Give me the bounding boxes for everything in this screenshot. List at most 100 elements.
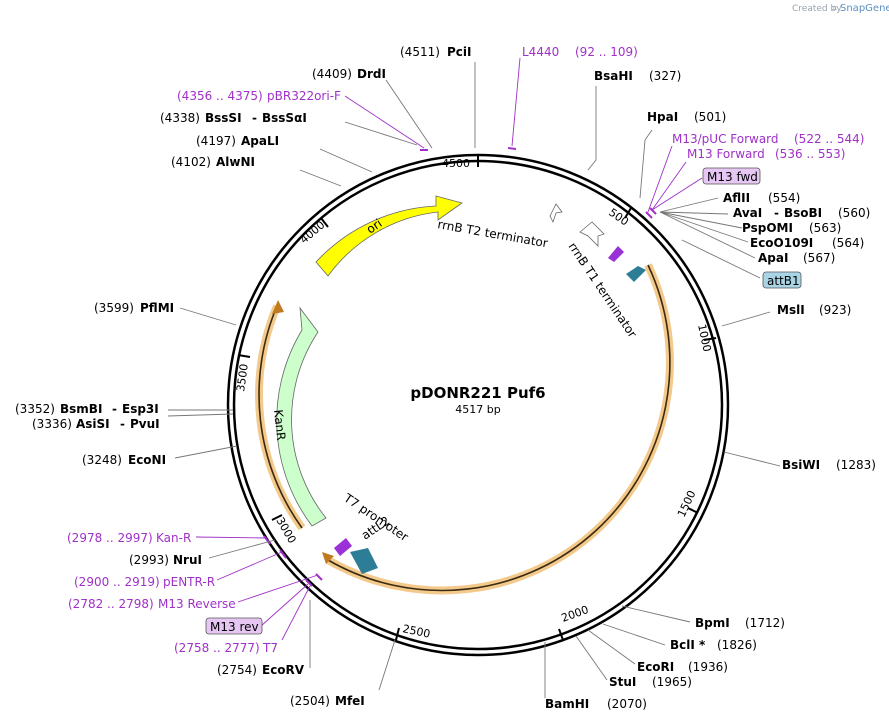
watermark-brand: SnapGene: [840, 3, 889, 14]
enzyme-name: EcoRV: [262, 663, 305, 677]
enzyme-name2: BssSαI: [262, 111, 307, 125]
enzyme-name: EcoNI: [128, 453, 166, 467]
enzyme-pos: (501): [694, 110, 726, 124]
enzyme-name: HpaI: [647, 110, 678, 124]
tick-4500: 4500: [442, 157, 470, 170]
feature-band-left-line: [258, 305, 303, 529]
kanr-arrow: [276, 306, 327, 527]
tick-1000: 1000: [695, 323, 714, 353]
enzyme-labels: (4511) PciI (4409) DrdI (4338) BssSI - B…: [15, 45, 876, 711]
primer-name: M13 Reverse: [158, 597, 236, 611]
tick-500: 500: [606, 206, 631, 229]
enzyme-pos: (3352): [15, 402, 55, 416]
kanr-label: KanR: [271, 409, 288, 441]
primer-range: (2758 .. 2777): [174, 641, 260, 655]
primer-labels: L4440 (92 .. 109) (4356 .. 4375) pBR322o…: [67, 45, 864, 655]
enzyme-pos: (4197): [196, 134, 236, 148]
enzyme-pos: (4511): [400, 45, 440, 59]
enzyme-name: MfeI: [335, 694, 365, 708]
primer-range: (4356 .. 4375): [177, 89, 263, 103]
enzyme-name: EcoRI: [637, 660, 674, 674]
enzyme-leaders: [167, 62, 781, 698]
enzyme-pos: (4102): [171, 155, 211, 169]
enzyme-name: BsmBI: [60, 402, 102, 416]
attb1-box: [762, 271, 802, 289]
enzyme-pos: (3336): [32, 417, 72, 431]
enzyme-name: ApaLI: [241, 134, 279, 148]
enzyme-pos: (554): [768, 191, 800, 205]
enzyme-name: BssSI: [205, 111, 242, 125]
band-arrow-left: [322, 552, 334, 564]
tick-3500: 3500: [234, 363, 251, 393]
enzyme-name: BsaHI: [594, 69, 633, 83]
enzyme-pos: (3599): [94, 301, 134, 315]
enzyme-pos: (2070): [607, 697, 647, 711]
enzyme-name-sep: -: [774, 206, 779, 220]
enzyme-name: BamHI: [545, 697, 589, 711]
enzyme-name2: PvuI: [130, 417, 160, 431]
enzyme-name: BclI *: [670, 638, 706, 652]
enzyme-pos: (567): [803, 251, 835, 265]
enzyme-pos: (560): [838, 206, 870, 220]
primer-name: M13/pUC Forward: [672, 132, 779, 146]
enzyme-name-sep: -: [112, 402, 117, 416]
ori-arrow: [315, 195, 463, 277]
primer-name: pBR322ori-F: [267, 89, 341, 103]
enzyme-pos: (2993): [129, 553, 169, 567]
enzyme-pos: (1826): [717, 638, 757, 652]
primer-name: Kan-R: [156, 531, 191, 545]
watermark-prefix: Created by: [792, 4, 842, 14]
enzyme-name2: BsoBI: [784, 206, 822, 220]
primer-marks: [263, 147, 657, 587]
enzyme-pos: (923): [819, 303, 851, 317]
snapgene-logo-icon: ⌗: [832, 4, 837, 14]
enzyme-pos: (2504): [290, 694, 330, 708]
enzyme-name: StuI: [609, 675, 636, 689]
enzyme-name: EcoO109I: [750, 236, 813, 250]
primer-range: (92 .. 109): [575, 45, 638, 59]
enzyme-pos: (327): [649, 69, 681, 83]
tick-4000: 4000: [298, 218, 328, 246]
plasmid-length: 4517 bp: [455, 403, 500, 416]
enzyme-name-sep: -: [120, 417, 125, 431]
enzyme-name: PflMI: [140, 301, 174, 315]
rrnb-t2-arrow: [549, 203, 563, 224]
tick-2500: 2500: [401, 622, 431, 641]
primer-name: L4440: [522, 45, 559, 59]
enzyme-pos: (4338): [160, 111, 200, 125]
primer-range: (536 .. 553): [775, 147, 845, 161]
rrnb-t1-arrow: [579, 221, 605, 247]
m13-rev-label: M13 rev: [210, 620, 259, 634]
enzyme-pos: (1965): [652, 675, 692, 689]
m13-fwd-box: [702, 167, 761, 185]
attb1-arrow: [626, 266, 646, 282]
enzyme-name2: Esp3I: [122, 402, 159, 416]
enzyme-pos: (3248): [82, 453, 122, 467]
rrnb-t2-label: rrnB T2 terminator: [436, 217, 548, 250]
enzyme-name: NruI: [173, 553, 202, 567]
primer-range: (2900 .. 2919): [74, 575, 160, 589]
attb1-label: attB1: [767, 274, 800, 288]
enzyme-pos: (4409): [312, 67, 352, 81]
enzyme-name: ApaI: [758, 251, 788, 265]
m13-fwd-label: M13 fwd: [707, 170, 758, 184]
primer-range: (2782 .. 2798): [68, 597, 154, 611]
primer-range: (2978 .. 2997): [67, 531, 153, 545]
enzyme-pos: (1283): [836, 458, 876, 472]
enzyme-name: PciI: [447, 45, 472, 59]
enzyme-pos: (1936): [688, 660, 728, 674]
enzyme-name: BsiWI: [782, 458, 820, 472]
attb1-leader: [681, 239, 761, 279]
primer-range: (522 .. 544): [794, 132, 864, 146]
enzyme-name: AlwNI: [216, 155, 255, 169]
promoter-small-top: [608, 246, 624, 262]
primer-name: M13 Forward: [687, 147, 765, 161]
primer-leaders: [195, 57, 703, 641]
position-ticks: [237, 155, 717, 641]
feature-band-right-line: [327, 264, 671, 592]
enzyme-name: DrdI: [357, 67, 386, 81]
enzyme-name-sep: -: [252, 111, 257, 125]
plasmid-name: pDONR221 Puf6: [410, 384, 545, 402]
enzyme-name: MslI: [777, 303, 805, 317]
